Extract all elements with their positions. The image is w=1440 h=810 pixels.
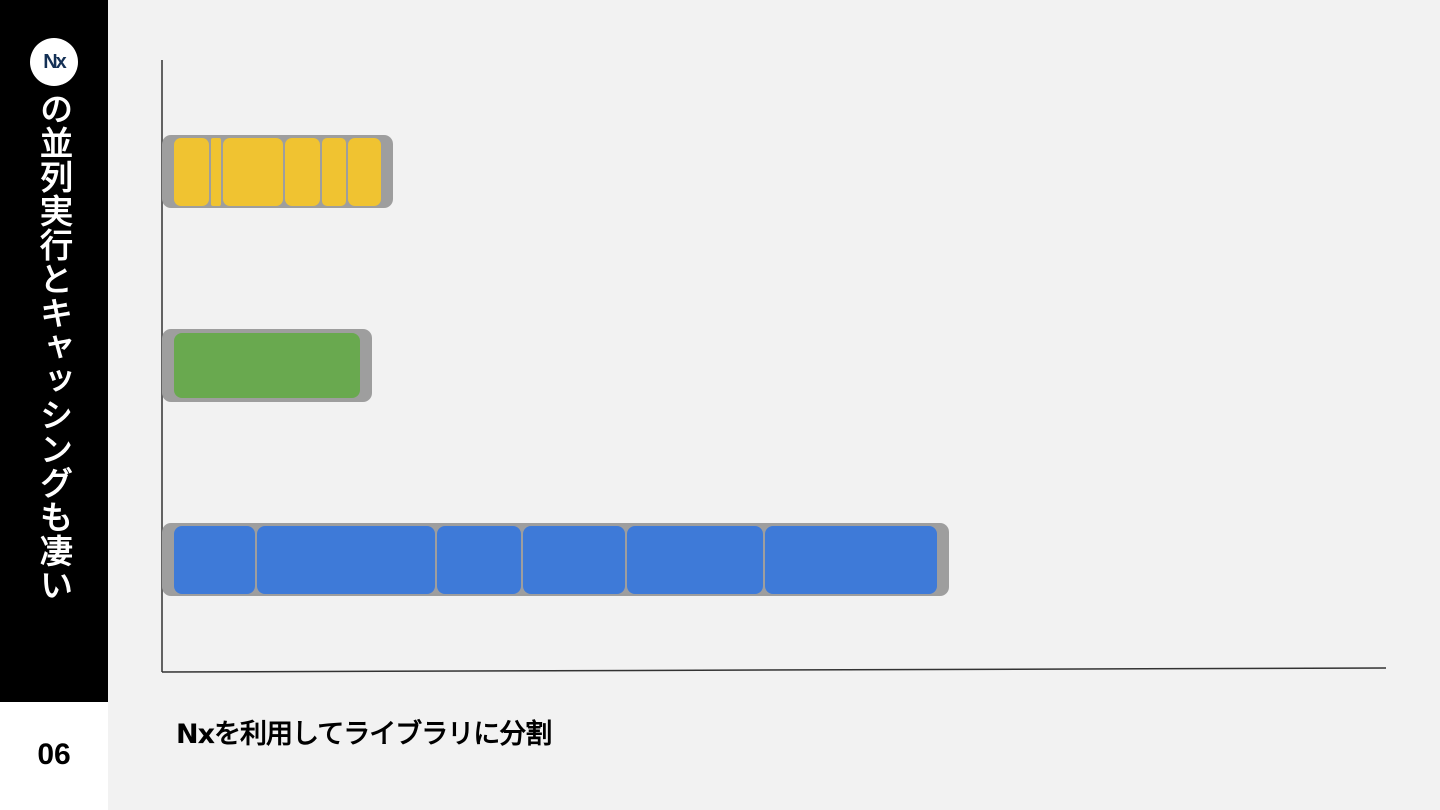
yellow-segment [211,138,221,206]
blue-segment [627,526,763,594]
slide-title: の並列実行とキャッシングも凄い [34,92,74,602]
diagram-caption: Nxを利用してライブラリに分割 [176,719,552,750]
sidebar: Nx の並列実行とキャッシングも凄い [0,0,108,702]
yellow-segment [322,138,346,206]
yellow-segment [285,138,320,206]
page-number: 06 [37,738,71,771]
yellow-segment [174,138,209,206]
nx-logo: Nx [30,38,78,86]
blue-segment [437,526,521,594]
green-segment [174,333,360,398]
blue-segment [257,526,435,594]
blue-segment [523,526,625,594]
blue-segment [174,526,255,594]
page-number-box [0,702,108,810]
blue-segment [765,526,937,594]
yellow-segment [348,138,381,206]
yellow-segment [223,138,283,206]
x-axis [161,667,1387,673]
